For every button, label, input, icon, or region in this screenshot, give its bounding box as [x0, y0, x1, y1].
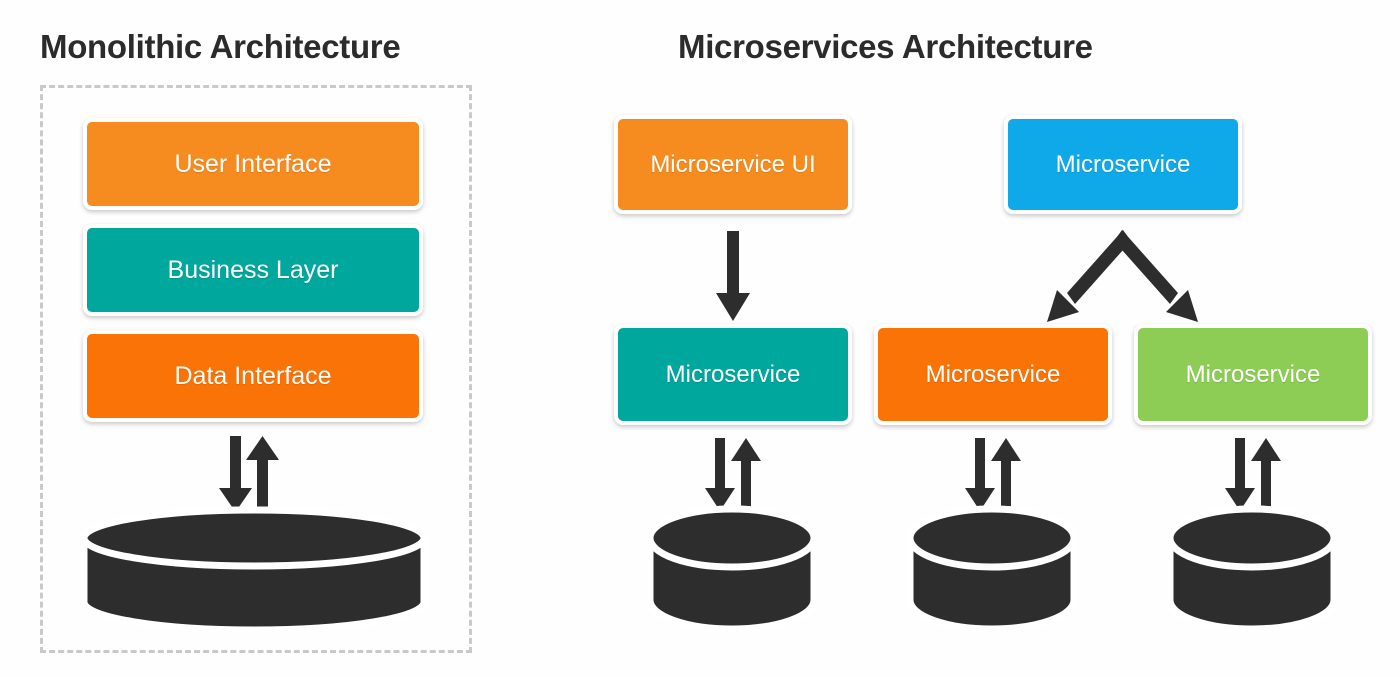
- service-box-microservice-ui[interactable]: Microservice UI: [614, 115, 852, 214]
- service-label: Microservice: [925, 360, 1061, 388]
- layer-label: Business Layer: [167, 255, 339, 284]
- service-label: Microservice UI: [650, 150, 816, 178]
- diagonal-arrow-down-right: [1114, 228, 1200, 324]
- layer-label: Data Interface: [174, 361, 332, 390]
- bidirectional-arrow-service-2: [962, 438, 1024, 513]
- service-box-microservice-blue[interactable]: Microservice: [1004, 115, 1242, 214]
- database-cylinder-mono: [78, 506, 430, 634]
- database-cylinder-service-3: [1165, 505, 1340, 633]
- database-cylinder-service-1: [645, 505, 820, 633]
- service-label: Microservice: [1055, 150, 1191, 178]
- service-label: Microservice: [665, 360, 801, 388]
- down-arrow-ui-to-service: [715, 231, 751, 323]
- layer-box-data-interface[interactable]: Data Interface: [83, 330, 423, 422]
- diagonal-arrow-down-left: [1045, 228, 1131, 324]
- microservices-panel-title: Microservices Architecture: [678, 28, 1093, 65]
- service-box-microservice-orange[interactable]: Microservice: [874, 324, 1112, 425]
- service-label: Microservice: [1185, 360, 1321, 388]
- layer-box-user-interface[interactable]: User Interface: [83, 118, 423, 210]
- monolith-boundary: [40, 85, 472, 653]
- bidirectional-arrow-service-3: [1222, 438, 1284, 513]
- bidirectional-arrow-service-1: [702, 438, 764, 513]
- monolithic-panel-title: Monolithic Architecture: [40, 28, 401, 65]
- database-cylinder-service-2: [905, 505, 1080, 633]
- service-box-microservice-teal[interactable]: Microservice: [614, 324, 852, 425]
- bidirectional-arrow-mono: [216, 436, 282, 514]
- service-box-microservice-green[interactable]: Microservice: [1134, 324, 1372, 425]
- layer-label: User Interface: [174, 149, 332, 178]
- layer-box-business-layer[interactable]: Business Layer: [83, 224, 423, 316]
